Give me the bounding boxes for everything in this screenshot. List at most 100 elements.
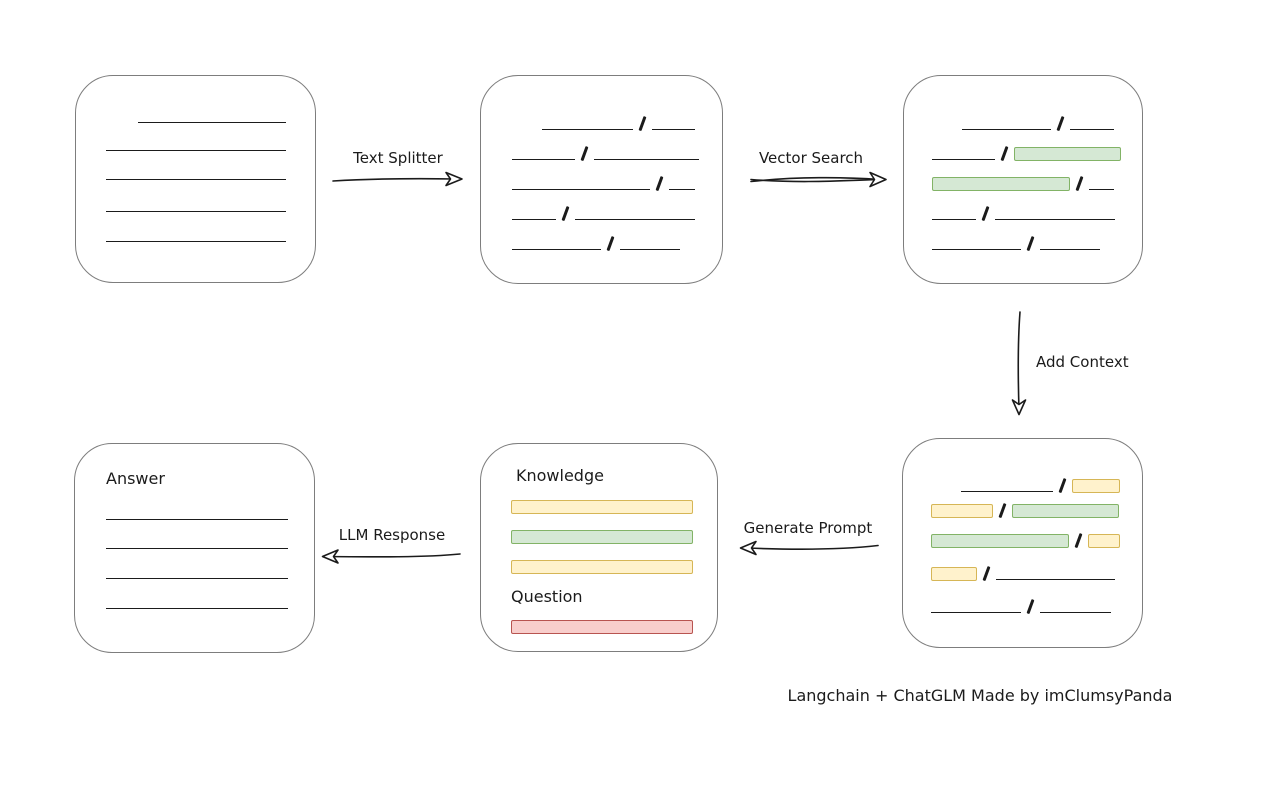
slash-separator	[1058, 478, 1067, 493]
chunk-row	[106, 532, 288, 550]
chunk-row	[106, 225, 286, 243]
text-line-segment	[512, 159, 575, 160]
llm-response-label: LLM Response	[338, 526, 446, 544]
split-text-chunks-box	[480, 75, 723, 284]
text-line-segment	[962, 129, 1051, 130]
knowledge-label: Knowledge	[516, 466, 604, 485]
text-line-segment	[668, 189, 695, 190]
yellow-chunk-bar	[511, 560, 693, 574]
chunk-row	[931, 530, 1120, 548]
text-line-segment	[106, 211, 286, 212]
chunk-row	[511, 616, 693, 634]
chunk-row	[511, 526, 693, 544]
diagram-caption: Langchain + ChatGLM Made by imClumsyPand…	[787, 686, 1173, 705]
answer-label: Answer	[106, 469, 165, 488]
chunk-row	[106, 562, 288, 580]
chunk-row	[106, 592, 288, 610]
green-chunk-bar	[931, 534, 1069, 548]
chunk-row	[962, 113, 1114, 131]
chunk-row	[932, 203, 1115, 221]
chunk-row	[511, 496, 693, 514]
text-line-segment	[512, 219, 556, 220]
slash-separator	[606, 236, 615, 251]
chunk-row	[932, 233, 1100, 251]
chunk-row	[106, 134, 286, 152]
prompt-box: Knowledge Question	[480, 443, 718, 652]
text-line-segment	[512, 189, 650, 190]
text-line-segment	[106, 241, 286, 242]
slash-separator	[1026, 236, 1035, 251]
text-line-segment	[1039, 249, 1100, 250]
green-chunk-bar	[932, 177, 1070, 191]
green-chunk-bar	[511, 530, 693, 544]
add-context-arrow	[1011, 311, 1027, 416]
vector-search-arrow	[750, 171, 887, 188]
add-context-label: Add Context	[1036, 353, 1129, 371]
chunk-row	[932, 173, 1114, 191]
chunk-row	[961, 475, 1120, 493]
source-document-box	[75, 75, 316, 283]
text-line-segment	[106, 548, 288, 549]
vector-search-label: Vector Search	[758, 149, 864, 167]
answer-box: Answer	[74, 443, 315, 653]
text-line-segment	[995, 579, 1115, 580]
yellow-chunk-bar	[931, 504, 993, 518]
text-line-segment	[931, 612, 1021, 613]
slash-separator	[1026, 599, 1035, 614]
yellow-chunk-bar	[931, 567, 977, 581]
text-line-segment	[651, 129, 695, 130]
text-line-segment	[106, 608, 288, 609]
text-line-segment	[1039, 612, 1111, 613]
text-line-segment	[932, 159, 995, 160]
chunk-row	[931, 500, 1119, 518]
red-chunk-bar	[511, 620, 693, 634]
text-splitter-label: Text Splitter	[353, 149, 443, 167]
text-line-segment	[1088, 189, 1114, 190]
slash-separator	[981, 206, 990, 221]
context-chunks-box	[902, 438, 1143, 648]
text-line-segment	[994, 219, 1115, 220]
text-line-segment	[106, 179, 286, 180]
yellow-chunk-bar	[1087, 534, 1120, 548]
chunk-row	[106, 503, 288, 521]
slash-separator	[638, 116, 647, 131]
text-line-segment	[932, 219, 976, 220]
vector-matched-chunks-box	[903, 75, 1143, 284]
slash-separator	[1075, 176, 1084, 191]
slash-separator	[1074, 533, 1083, 548]
chunk-row	[138, 106, 286, 124]
slash-separator	[1056, 116, 1065, 131]
text-line-segment	[106, 578, 288, 579]
text-line-segment	[961, 491, 1053, 492]
chunk-row	[106, 163, 286, 181]
chunk-row	[932, 143, 1121, 161]
text-line-segment	[593, 159, 699, 160]
text-line-segment	[106, 150, 286, 151]
yellow-chunk-bar	[511, 500, 693, 514]
slash-separator	[1000, 146, 1009, 161]
text-line-segment	[574, 219, 695, 220]
chunk-row	[106, 195, 286, 213]
text-line-segment	[106, 519, 288, 520]
slash-separator	[655, 176, 664, 191]
question-label: Question	[511, 587, 583, 606]
text-line-segment	[512, 249, 601, 250]
generate-prompt-label: Generate Prompt	[743, 519, 873, 537]
chunk-row	[512, 173, 695, 191]
chunk-row	[542, 113, 695, 131]
green-chunk-bar	[1013, 147, 1121, 161]
yellow-chunk-bar	[1071, 479, 1120, 493]
chunk-row	[512, 203, 695, 221]
chunk-row	[512, 143, 699, 161]
text-line-segment	[138, 122, 286, 123]
text-line-segment	[542, 129, 633, 130]
text-splitter-arrow	[332, 171, 463, 187]
text-line-segment	[932, 249, 1021, 250]
slash-separator	[561, 206, 570, 221]
chunk-row	[512, 233, 680, 251]
generate-prompt-arrow	[739, 540, 879, 556]
llm-response-arrow	[321, 549, 461, 564]
green-chunk-bar	[1011, 504, 1119, 518]
text-line-segment	[1069, 129, 1114, 130]
